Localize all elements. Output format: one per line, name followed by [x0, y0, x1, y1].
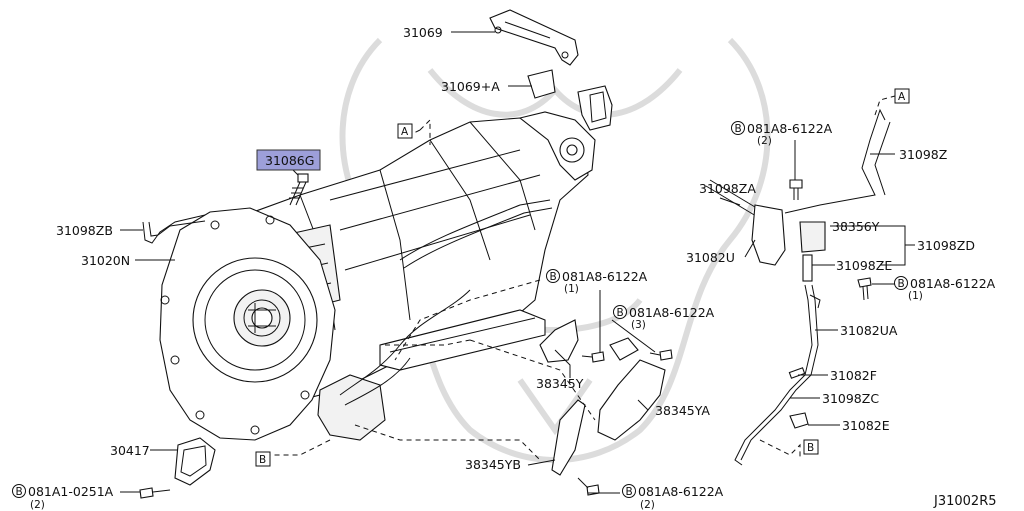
- label-31086g[interactable]: 31086G: [265, 153, 314, 168]
- bolt-symbol-icon: [622, 484, 636, 498]
- bolt-bottom-number: 081A8-6122A: [638, 484, 724, 499]
- label-bolt-mid-3[interactable]: B 081A8-6122A (3): [613, 305, 715, 331]
- label-31020n[interactable]: 31020N: [81, 253, 130, 268]
- bolt-081a1-number: 081A1-0251A: [28, 484, 114, 499]
- bolt-symbol-letter: B: [898, 278, 905, 290]
- label-31082u[interactable]: 31082U: [686, 250, 735, 265]
- bolt-symbol-icon: [894, 276, 908, 290]
- label-31098ze[interactable]: 31098ZE: [836, 258, 892, 273]
- bolt-symbol-icon: [731, 121, 745, 135]
- ref-box-a-right: A: [894, 88, 910, 104]
- label-bolt-top[interactable]: B 081A8-6122A (2): [731, 121, 833, 147]
- bolt-31086g: [289, 173, 309, 206]
- dashed-lines: [265, 95, 896, 461]
- svg-text:B: B: [807, 442, 814, 454]
- bolt-mid-3-qty: (3): [631, 319, 646, 331]
- bolt-top-number: 081A8-6122A: [747, 121, 833, 136]
- label-31098z[interactable]: 31098Z: [899, 147, 947, 162]
- label-31098zb[interactable]: 31098ZB: [56, 223, 113, 238]
- bolt-symbol-letter: B: [16, 486, 23, 498]
- label-38345ya[interactable]: 38345YA: [655, 403, 710, 418]
- oil-pipes: [705, 108, 891, 466]
- bracket-31069: [489, 9, 579, 99]
- label-38356y[interactable]: 38356Y: [832, 219, 880, 234]
- bolt-mid-1-qty: (1): [564, 283, 579, 295]
- leader-lines: [120, 31, 915, 494]
- bolt-symbol-icon: [546, 269, 560, 283]
- svg-text:A: A: [898, 91, 906, 103]
- bolt-mid-1-number: 081A8-6122A: [562, 269, 648, 284]
- ref-box-b-right: B: [803, 439, 819, 455]
- breather-hose: [142, 214, 206, 244]
- label-38345yb[interactable]: 38345YB: [465, 457, 521, 472]
- label-31069a[interactable]: 31069+A: [441, 79, 500, 94]
- label-31082ua[interactable]: 31082UA: [840, 323, 898, 338]
- label-31082f[interactable]: 31082F: [830, 368, 877, 383]
- bolt-081a1-qty: (2): [30, 499, 45, 511]
- bolt-right-qty: (1): [908, 290, 923, 302]
- label-bolt-081a1[interactable]: B 081A1-0251A (2): [12, 484, 114, 511]
- bolt-symbol-letter: B: [626, 486, 633, 498]
- bolt-bottom-qty: (2): [640, 499, 655, 511]
- bolt-top-qty: (2): [757, 135, 772, 147]
- bolt-symbol-icon: [613, 305, 627, 319]
- ref-box-a-left: A: [397, 123, 413, 139]
- bolt-symbol-letter: B: [550, 271, 557, 283]
- label-30417[interactable]: 30417: [110, 443, 150, 458]
- label-bolt-bottom[interactable]: B 081A8-6122A (2): [622, 484, 724, 511]
- bolt-mid-3-number: 081A8-6122A: [629, 305, 715, 320]
- bell-housing: [159, 207, 336, 441]
- bolt-right-number: 081A8-6122A: [910, 276, 996, 291]
- bolt-symbol-letter: B: [735, 123, 742, 135]
- svg-text:A: A: [401, 126, 409, 138]
- highlight-box: [256, 149, 321, 171]
- bolt-symbol-letter: B: [617, 307, 624, 319]
- label-31082e[interactable]: 31082E: [842, 418, 890, 433]
- svg-text:B: B: [259, 454, 266, 466]
- label-31098zc[interactable]: 31098ZC: [822, 391, 879, 406]
- label-31098za[interactable]: 31098ZA: [699, 181, 756, 196]
- label-31098zd[interactable]: 31098ZD: [917, 238, 975, 253]
- heat-shields: [139, 319, 673, 499]
- label-38345y[interactable]: 38345Y: [536, 376, 584, 391]
- label-bolt-right[interactable]: B 081A8-6122A (1): [894, 276, 996, 302]
- ref-box-b-left: B: [255, 451, 271, 467]
- diagram-code: J31002R5: [933, 494, 997, 509]
- label-31069[interactable]: 31069: [403, 25, 443, 40]
- label-bolt-mid-1[interactable]: B 081A8-6122A (1): [546, 269, 648, 295]
- bolt-symbol-icon: [12, 484, 26, 498]
